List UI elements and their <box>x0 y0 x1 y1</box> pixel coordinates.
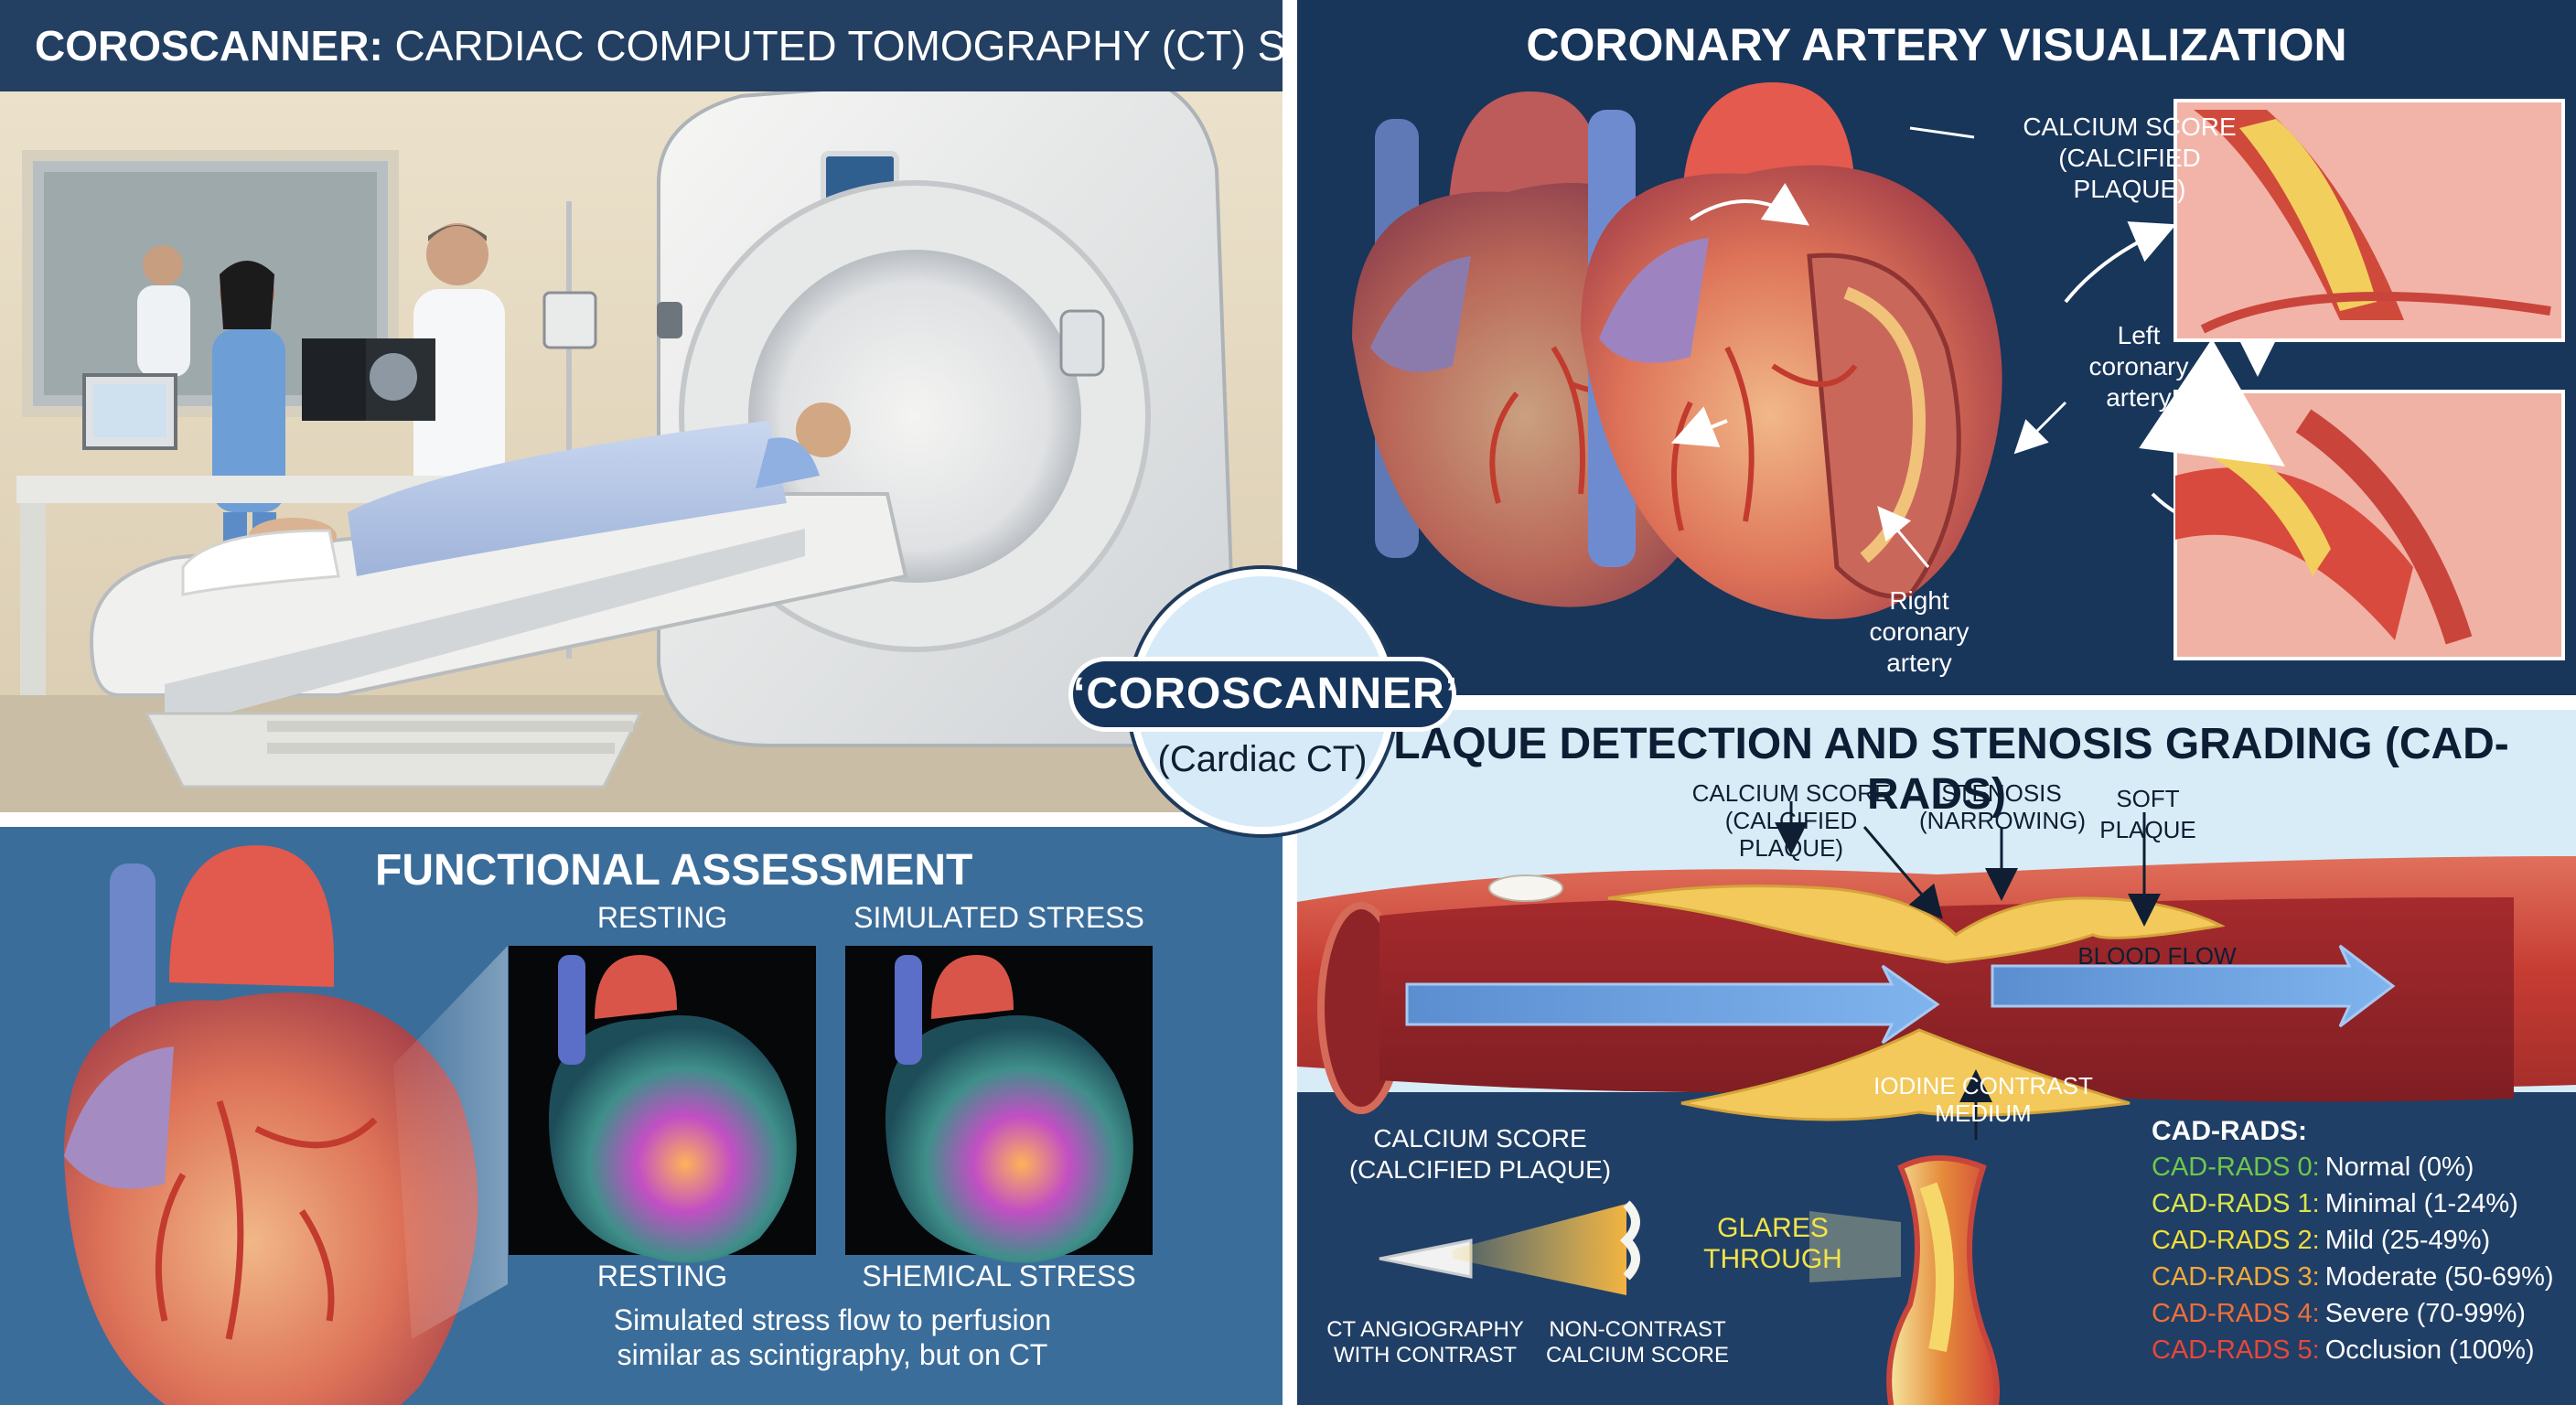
badge-subtitle: (Cardiac CT) <box>1157 739 1368 779</box>
ct-room-illustration <box>0 0 1283 812</box>
cadrads-row-0: CAD-RADS 0:Normal (0%) <box>2152 1153 2474 1183</box>
noncontrast-line1: NON-CONTRAST <box>1549 1317 1726 1342</box>
cadrads-row-1: CAD-RADS 1:Minimal (1-24%) <box>2152 1189 2518 1219</box>
stenosis-label: STENOSIS (NARROWING) <box>1919 779 2086 834</box>
cadrads-code-3: CAD-RADS 3: <box>2152 1262 2320 1292</box>
plaque-calcium-line1: CALCIUM SCORE <box>1691 779 1891 807</box>
blood-flow-label: BLOOD FLOW <box>2077 942 2237 970</box>
iodine-label: IODINE CONTRAST MEDIUM <box>1864 1072 2102 1127</box>
left-coronary-line2: coronary <box>2088 352 2189 381</box>
glares-line1: GLARES <box>1717 1213 1829 1243</box>
cadrads-row-2: CAD-RADS 2:Mild (25-49%) <box>2152 1226 2490 1256</box>
cadrads-row-4: CAD-RADS 4:Severe (70-99%) <box>2152 1299 2526 1329</box>
stenosis-line2: (NARROWING) <box>1919 807 2086 834</box>
left-coronary-line3: artery <box>2106 383 2172 412</box>
glares-label: GLARES THROUGH <box>1700 1213 1846 1275</box>
glares-line2: THROUGH <box>1703 1244 1842 1274</box>
coronary-heart-illustration <box>1352 82 2565 660</box>
ct-angio-line2: WITH CONTRAST <box>1334 1343 1517 1367</box>
coronary-calcium-line2: (CALCIFIED PLAQUE) <box>2058 144 2201 203</box>
functional-panel: FUNCTIONAL ASSESSMENT RESTING SIMULATED … <box>0 827 1283 1405</box>
cadrads-desc-2: Mild (25-49%) <box>2324 1226 2491 1255</box>
left-coronary-line1: Left <box>2117 321 2161 349</box>
badge-title: ‘COROSCANNER’ <box>1068 657 1457 732</box>
ct-angio-label: CT ANGIOGRAPHY WITH CONTRAST <box>1325 1317 1526 1368</box>
cadrads-code-4: CAD-RADS 4: <box>2152 1299 2320 1328</box>
right-coronary-line2: coronary <box>1869 617 1970 646</box>
plaque-calcium-line2: (CALCIFIED PLAQUE) <box>1724 807 1858 862</box>
cadrads-desc-5: Occlusion (100%) <box>2324 1335 2535 1365</box>
cadrads-desc-1: Minimal (1-24%) <box>2324 1189 2518 1218</box>
iodine-line2: MEDIUM <box>1935 1099 2032 1127</box>
functional-title: FUNCTIONAL ASSESSMENT <box>375 846 973 895</box>
iodine-line1: IODINE CONTRAST <box>1873 1072 2093 1099</box>
coronary-panel: CORONARY ARTERY VISUALIZATION CALCIUM SC… <box>1297 0 2576 695</box>
cadrads-code-0: CAD-RADS 0: <box>2152 1153 2320 1182</box>
functional-caption-line1: Simulated stress flow to perfusion <box>613 1303 1052 1336</box>
top-resting-label: RESTING <box>596 901 728 934</box>
scanner-title-rest: CARDIAC COMPUTED TOMOGRAPHY (CT) SYSTEM <box>394 22 1283 70</box>
cadrads-row-3: CAD-RADS 3:Moderate (50-69%) <box>2152 1262 2554 1292</box>
cadrads-desc-0: Normal (0%) <box>2324 1153 2474 1182</box>
functional-caption-line2: similar as scintigraphy, but on CT <box>617 1338 1048 1371</box>
functional-caption: Simulated stress flow to perfusion simil… <box>549 1303 1116 1372</box>
coronary-calcium-label: CALCIUM SCORE (CALCIFIED PLAQUE) <box>2020 112 2239 205</box>
lower-calcium-line2: (CALCIFIED PLAQUE) <box>1348 1155 1612 1184</box>
cadrads-code-5: CAD-RADS 5: <box>2152 1335 2320 1365</box>
zoom-box-bottom <box>2139 338 2565 660</box>
cadrads-heading: CAD-RADS: <box>2152 1116 2307 1146</box>
ct-angio-line1: CT ANGIOGRAPHY <box>1326 1317 1524 1342</box>
scanner-title-banner: COROSCANNER: CARDIAC COMPUTED TOMOGRAPHY… <box>0 0 1283 91</box>
coronary-calcium-line1: CALCIUM SCORE <box>2023 113 2237 141</box>
cadrads-code-1: CAD-RADS 1: <box>2152 1189 2320 1218</box>
cadrads-desc-4: Severe (70-99%) <box>2324 1299 2526 1328</box>
cadrads-code-2: CAD-RADS 2: <box>2152 1226 2320 1255</box>
noncontrast-line2: CALCIUM SCORE <box>1545 1343 1730 1367</box>
soft-plaque-label: SOFT PLAQUE <box>2099 785 2196 843</box>
lower-calcium-label: CALCIUM SCORE (CALCIFIED PLAQUE) <box>1343 1123 1617 1185</box>
functional-illustration <box>64 845 1153 1405</box>
cadrads-row-5: CAD-RADS 5:Occlusion (100%) <box>2152 1335 2535 1366</box>
coronary-title: CORONARY ARTERY VISUALIZATION <box>1526 19 2347 70</box>
artery-illustration <box>1297 801 2576 1405</box>
right-coronary-line3: artery <box>1886 649 1952 677</box>
bottom-resting-label: RESTING <box>596 1260 728 1292</box>
zoom-box-top <box>2174 99 2565 342</box>
right-coronary-label: Right coronary artery <box>1846 585 1992 679</box>
scanner-photo-panel: COROSCANNER: CARDIAC COMPUTED TOMOGRAPHY… <box>0 0 1283 812</box>
plaque-title: PLAQUE DETECTION AND STENOSIS GRADING (C… <box>1364 720 2509 819</box>
cadrads-desc-3: Moderate (50-69%) <box>2324 1262 2554 1292</box>
top-stress-label: SIMULATED STRESS <box>853 901 1144 934</box>
right-coronary-line1: Right <box>1889 586 1949 615</box>
noncontrast-label: NON-CONTRAST CALCIUM SCORE <box>1537 1317 1738 1368</box>
scanner-title-bold: COROSCANNER: <box>35 22 383 70</box>
plaque-calcium-label: CALCIUM SCORE (CALCIFIED PLAQUE) <box>1690 779 1892 862</box>
left-coronary-label: Left coronary artery <box>2066 320 2212 413</box>
bottom-stress-label: SHEMICAL STRESS <box>862 1260 1136 1292</box>
stenosis-line1: STENOSIS <box>1941 779 2062 807</box>
plaque-panel: PLAQUE DETECTION AND STENOSIS GRADING (C… <box>1297 710 2576 1405</box>
lower-calcium-line1: CALCIUM SCORE <box>1373 1124 1587 1153</box>
